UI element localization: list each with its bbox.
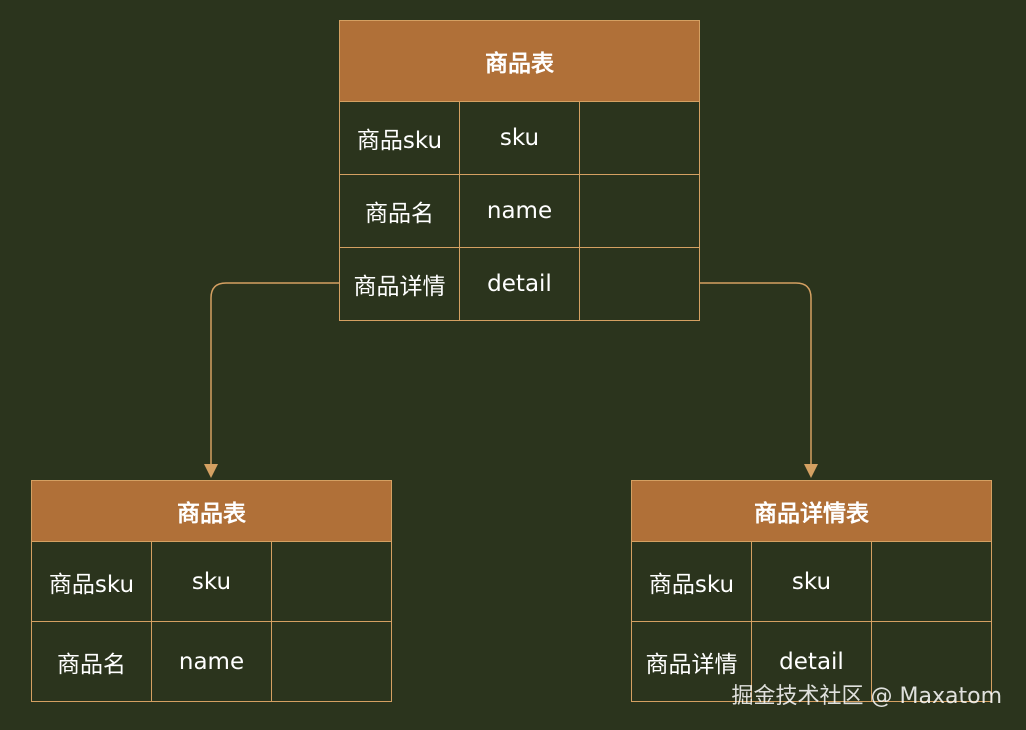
table-title: 商品详情表 (630, 480, 993, 542)
field-label: 商品详情 (631, 621, 752, 702)
field-empty (578, 174, 701, 248)
field-label: 商品详情 (339, 247, 460, 321)
field-label: 商品名 (31, 621, 152, 702)
field-key: detail (751, 621, 872, 702)
table-row: 商品详情 detail (631, 621, 993, 702)
field-label: 商品名 (339, 174, 460, 248)
connector-arrow-right (804, 464, 818, 478)
table-title: 商品表 (338, 20, 701, 102)
field-label: 商品sku (339, 101, 460, 175)
field-key: name (151, 621, 272, 702)
table-row: 商品详情 detail (339, 247, 701, 321)
table-row: 商品sku sku (339, 101, 701, 175)
field-key: sku (751, 541, 872, 622)
field-empty (578, 247, 701, 321)
field-key: name (459, 174, 580, 248)
connector-to-left-table (210, 282, 339, 470)
entity-table-product-detail: 商品详情表 商品sku sku 商品详情 detail (630, 480, 993, 702)
table-row: 商品名 name (31, 621, 393, 702)
table-row: 商品名 name (339, 174, 701, 248)
field-empty (270, 541, 393, 622)
connector-to-right-table (699, 282, 812, 470)
entity-table-product: 商品表 商品sku sku 商品名 name 商品详情 detail (338, 20, 701, 321)
watermark: 掘金技术社区 @ Maxatom (731, 684, 1002, 709)
field-key: sku (459, 101, 580, 175)
field-empty (270, 621, 393, 702)
field-key: detail (459, 247, 580, 321)
field-empty (578, 101, 701, 175)
field-key: sku (151, 541, 272, 622)
field-empty (870, 541, 993, 622)
field-label: 商品sku (31, 541, 152, 622)
field-label: 商品sku (631, 541, 752, 622)
table-title: 商品表 (30, 480, 393, 542)
field-empty (870, 621, 993, 702)
table-row: 商品sku sku (31, 541, 393, 622)
connector-arrow-left (204, 464, 218, 478)
table-row: 商品sku sku (631, 541, 993, 622)
entity-table-product-split: 商品表 商品sku sku 商品名 name (30, 480, 393, 702)
